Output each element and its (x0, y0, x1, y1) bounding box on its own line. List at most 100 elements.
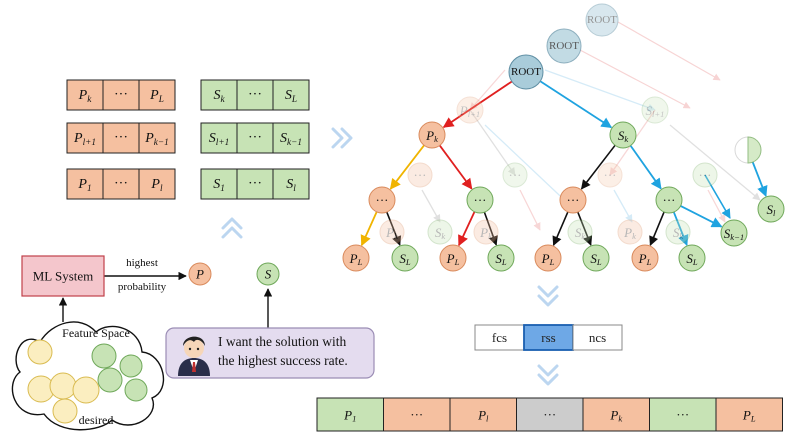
leaf-node-6-label: SL (590, 251, 602, 267)
mode-rss[interactable]: rss (523, 324, 574, 351)
leaf-node-7-label: PL (638, 251, 652, 267)
s-stack-row-3-cell-3 (272, 168, 310, 200)
result-cell-3: Pl (449, 397, 517, 432)
p-stack-row-3-cell-2-label: ··· (114, 177, 128, 192)
ghost-edge-2 (544, 69, 656, 112)
node-sl: Sl (757, 195, 785, 223)
root-node-back: ROOT (585, 3, 619, 37)
arrow-label-highest: highest (126, 257, 158, 269)
result-cell-4-label: ··· (543, 407, 556, 422)
mode-ncs-label: ncs (589, 330, 606, 345)
leaf-node-1-label: PL (349, 251, 363, 267)
result-cell-6: ··· (649, 397, 717, 432)
green-circle-4 (124, 378, 148, 402)
ghost-leaf-2-label: Sk (435, 225, 446, 241)
p-stack-row-2: Pl+1···Pk−1 (66, 122, 176, 154)
ghost-edge-8 (613, 189, 633, 223)
ghost-node-e4: ··· (692, 162, 718, 188)
p-stack-row-3-cell-2 (102, 168, 140, 200)
ghost-leaf-3-label: Pk (479, 225, 492, 241)
node-sk-minus-1-label: Sk−1 (724, 226, 744, 242)
foreground-layer: Pk···PLPl+1···Pk−1P1···PlSk···SLSl+1···S… (11, 79, 783, 432)
half-node (734, 136, 762, 164)
s-node: S (256, 262, 280, 286)
result-cell-1-label: P1 (343, 407, 356, 423)
p-stack-row-2-cell-3 (138, 122, 176, 154)
edge-e4-leaf8 (672, 211, 689, 246)
s-stack-row-1-cell-2-label: ··· (248, 88, 262, 103)
background-layer (221, 127, 559, 386)
result-cell-2: ··· (383, 397, 451, 432)
p-stack-row-1-cell-3-label: PL (149, 88, 164, 105)
speech-line-1: I want the solution with (218, 334, 346, 349)
node-sk: Sk (609, 121, 637, 149)
mode-selector: fcs rss ncs (474, 324, 623, 351)
p-stack-row-3-cell-1 (66, 168, 104, 200)
ghost-edge-7 (519, 189, 541, 231)
leaf-node-3: PL (439, 244, 467, 272)
ghost-node-sl1: Sl+1 (641, 96, 669, 124)
s-stack-row-1-cell-1 (200, 79, 238, 111)
s-stack-row-3: S1···Sl (200, 168, 310, 200)
green-circle-3 (97, 367, 123, 393)
node-ellipsis-3: ··· (559, 186, 587, 214)
leaf-node-1: PL (342, 244, 370, 272)
root-node-back-label: ROOT (587, 14, 617, 26)
ghost-leaf-1-label: Pk (385, 225, 398, 241)
s-stack-row-2: Sl+1···Sk−1 (200, 122, 310, 154)
node-sl-label: Sl (767, 202, 777, 218)
leaf-node-4: SL (487, 244, 515, 272)
node-sk-label: Sk (618, 128, 629, 144)
ghost-leaf-3: Pk (473, 219, 499, 245)
s-stack-row-1-cell-3 (272, 79, 310, 111)
node-sk-minus-1: Sk−1 (720, 219, 748, 247)
p-stack-row-3-cell-3-label: Pl (150, 177, 163, 194)
edge-e1-leaf1 (360, 211, 378, 247)
ghost-leaf-6: Sk (665, 219, 691, 245)
p-node-label: P (195, 267, 204, 282)
leaf-node-6: SL (582, 244, 610, 272)
ghost-leaf-5-label: Pk (623, 225, 636, 241)
edge-pk-e1 (389, 144, 425, 190)
edge-root-pk (442, 80, 513, 128)
node-ellipsis-2-label: ··· (474, 193, 487, 208)
yellow-circle-5 (52, 398, 78, 424)
leaf-node-5: PL (534, 244, 562, 272)
p-stack-row-1-cell-2-label: ··· (114, 88, 128, 103)
leaf-node-2: SL (391, 244, 419, 272)
mode-fcs[interactable]: fcs (474, 324, 525, 351)
mode-rss-label: rss (541, 330, 555, 345)
ghost-node-pl1-label: Pl+1 (459, 103, 480, 119)
right-chevron-icon (331, 127, 353, 149)
result-cell-7-label: PL (742, 407, 756, 423)
p-stack-row-3: P1···Pl (66, 168, 176, 200)
ghost-node-e3-label: ··· (414, 168, 427, 183)
s-stack-row-2-cell-1 (200, 122, 238, 154)
p-stack-row-2-cell-3-label: Pk−1 (144, 131, 169, 148)
mode-ncs[interactable]: ncs (572, 324, 623, 351)
node-ellipsis-2: ··· (466, 186, 494, 214)
ml-system-box (21, 255, 105, 297)
ghost-leaf-5: Pk (617, 219, 643, 245)
ghost-edge-9 (421, 189, 441, 223)
s-stack-row-2-cell-2-label: ··· (248, 131, 262, 146)
ghost-node-e1-label: ··· (509, 168, 522, 183)
ghost-node-e3: ··· (407, 162, 433, 188)
person-avatar-icon (178, 336, 210, 376)
node-ellipsis-3-label: ··· (567, 193, 580, 208)
root-node-middle-label: ROOT (549, 40, 579, 52)
s-stack-row-1-cell-3-label: SL (285, 88, 297, 105)
ghost-node-e2-label: ··· (604, 168, 617, 183)
node-ellipsis-4-label: ··· (663, 193, 676, 208)
ghost-root-edge-2 (579, 49, 691, 109)
leaf-node-4-label: SL (495, 251, 507, 267)
ghost-root-edge-1 (617, 21, 721, 81)
s-stack-row-3-cell-1-label: S1 (213, 177, 225, 194)
ghost-edge-1 (469, 69, 506, 111)
mode-fcs-label: fcs (492, 330, 507, 345)
ghost-node-e1: ··· (502, 162, 528, 188)
